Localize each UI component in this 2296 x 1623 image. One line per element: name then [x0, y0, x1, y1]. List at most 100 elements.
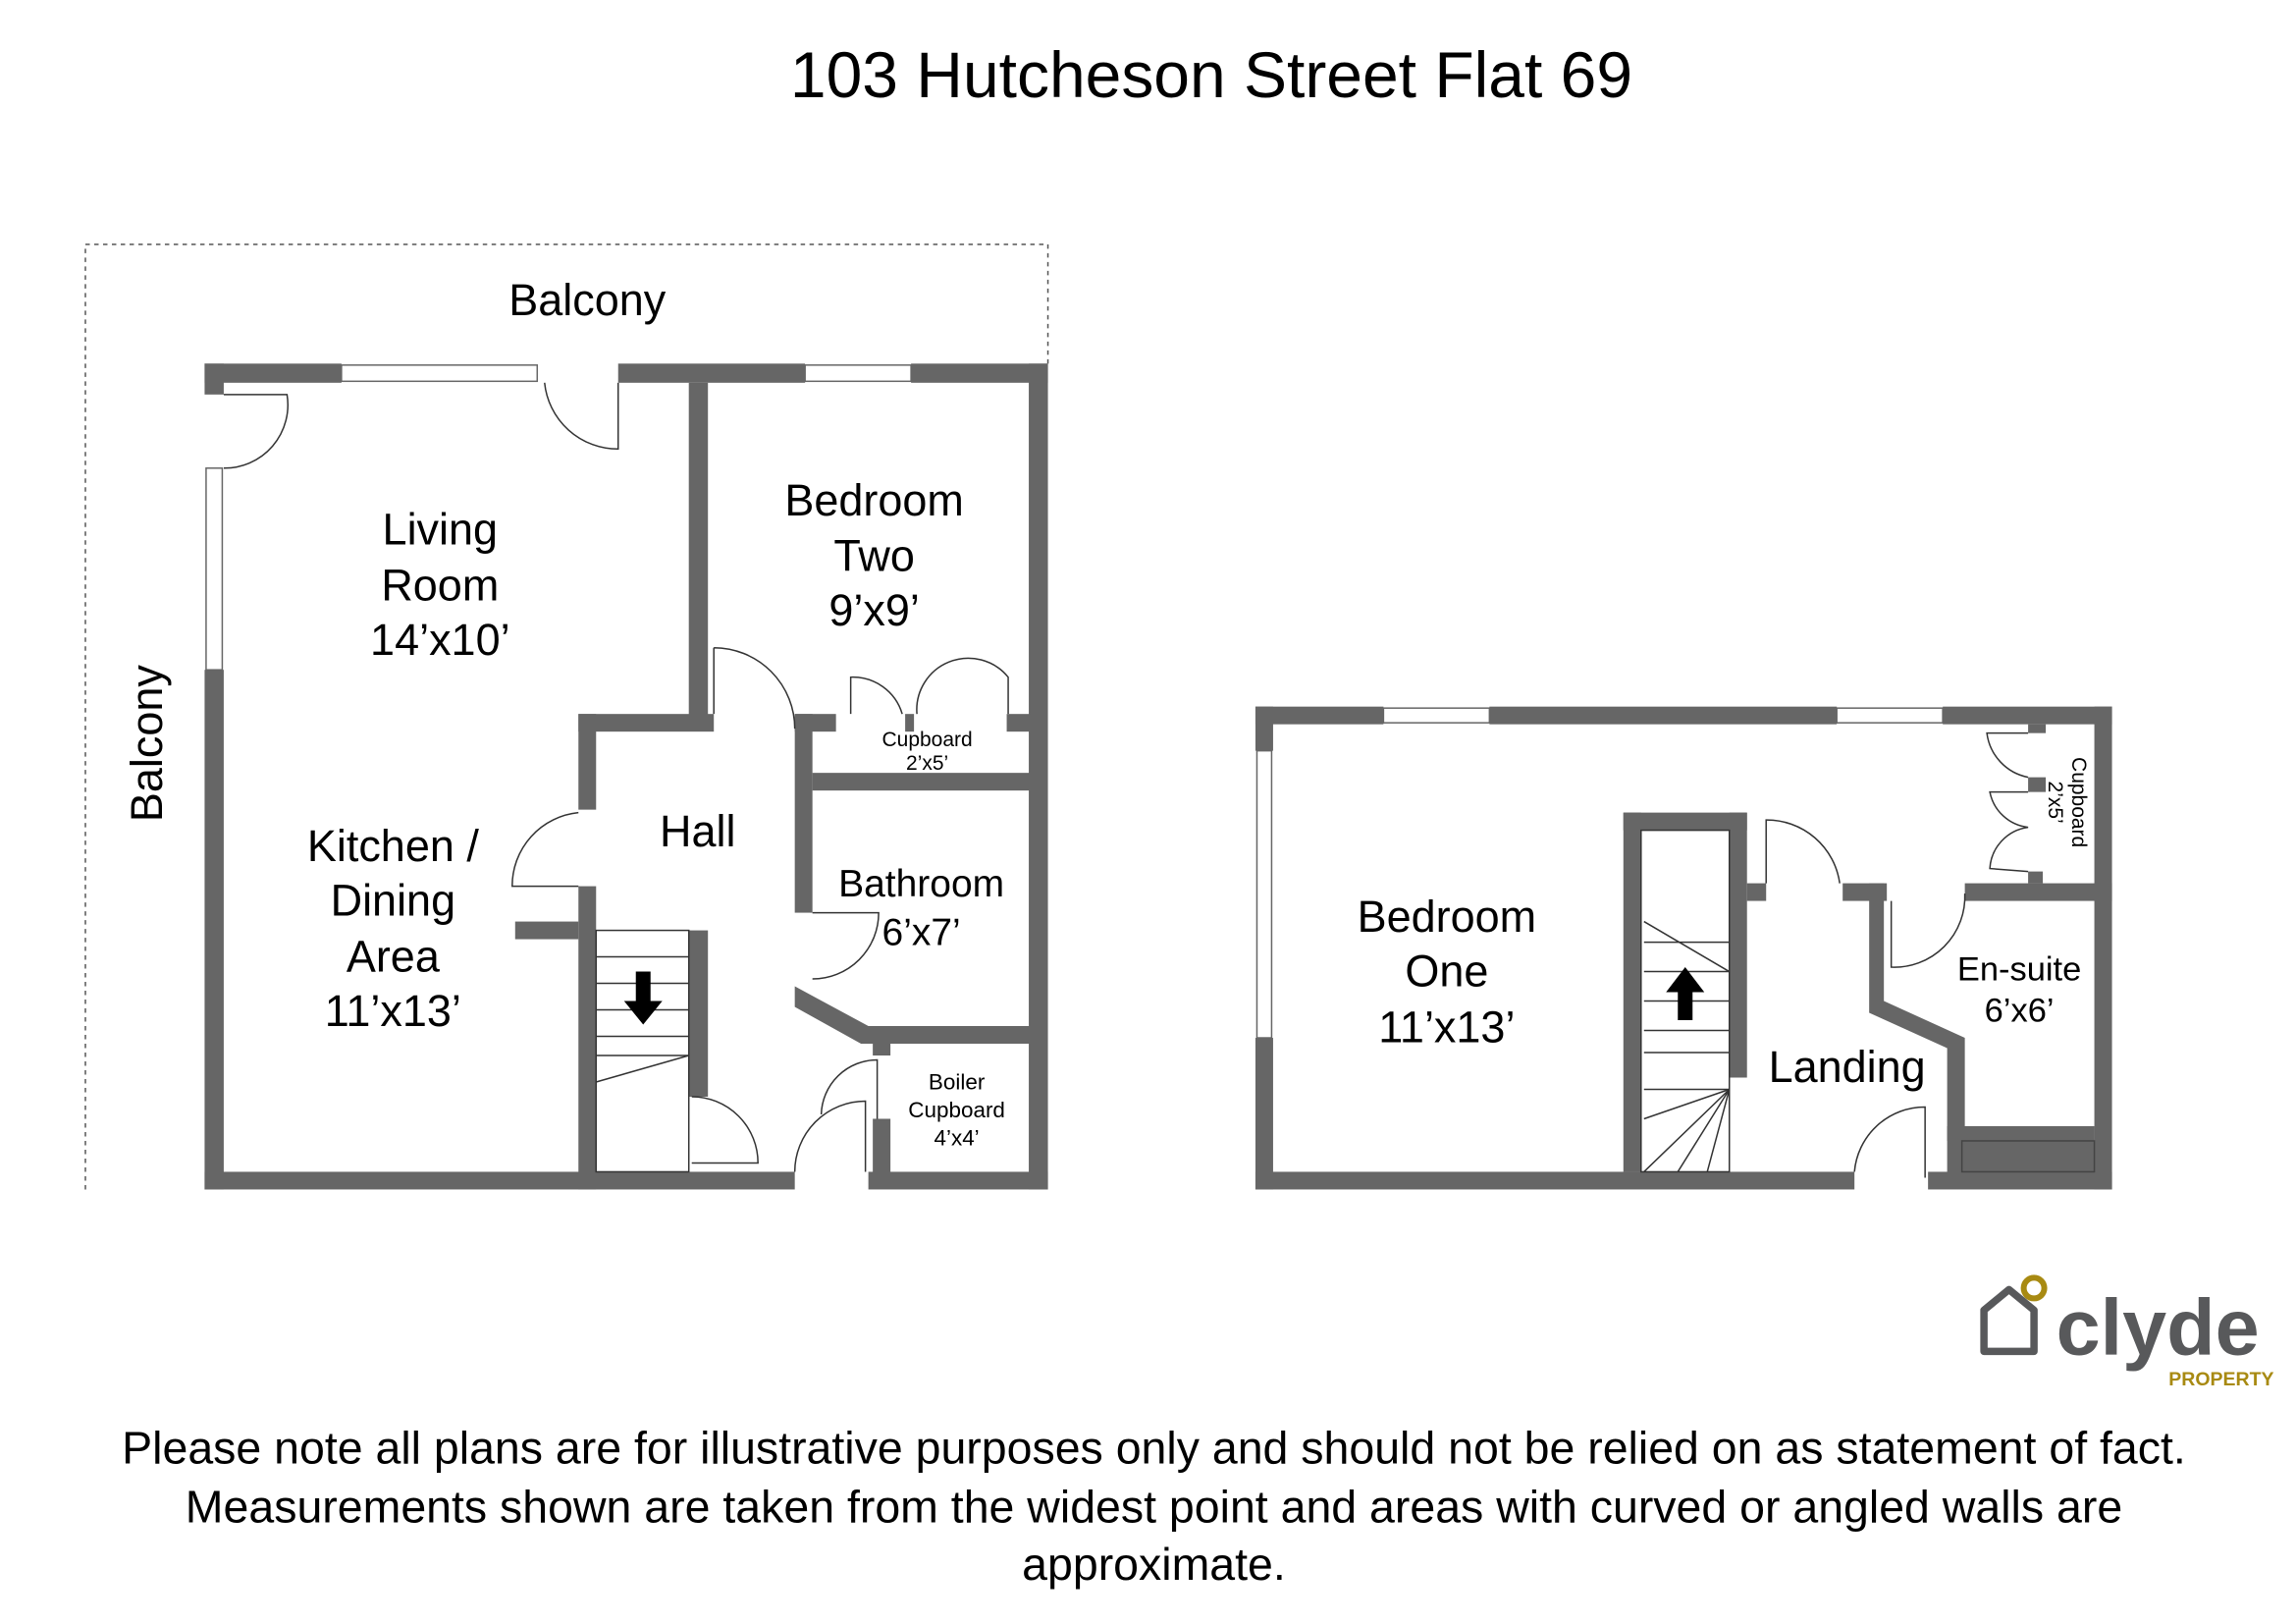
wall [1928, 1171, 2112, 1190]
window [1836, 707, 1944, 724]
wall [204, 363, 342, 383]
wall [905, 714, 915, 732]
wall [578, 714, 597, 810]
cupboard-size: 2’x5’ [906, 752, 948, 775]
stairs [595, 929, 690, 1173]
wall [1255, 706, 1384, 725]
window [341, 364, 539, 383]
door-swing [511, 811, 579, 888]
bedroom-two-label: Two [833, 531, 914, 581]
wall [514, 921, 579, 940]
wall [812, 773, 1031, 791]
ground-floor-plan: Balcony Balcony Living Room 14’x10’ Bedr… [84, 243, 1049, 1190]
disclaimer-line: Measurements shown are taken from the wi… [186, 1481, 2122, 1532]
door-swing [1986, 731, 2029, 873]
bedroom-two-label: Bedroom [784, 475, 963, 525]
wall [204, 1171, 795, 1190]
wall [1006, 714, 1031, 732]
wall [1029, 363, 1048, 1190]
wall [873, 1118, 891, 1178]
bedroom-one-label: Bedroom [1358, 892, 1536, 942]
door-swing [223, 394, 289, 469]
upper-floor-plan: Bedroom One 11’x13’ Landing En-suite 6’x… [1255, 706, 2112, 1190]
bedroom-one-size: 11’x13’ [1378, 1002, 1515, 1053]
door-swing [1853, 1106, 1926, 1178]
balcony-label: Balcony [508, 275, 666, 325]
kitchen-size: 11’x13’ [325, 986, 461, 1036]
bedroom-two-size: 9’x9’ [828, 585, 920, 635]
door-swing [793, 1100, 867, 1172]
hall-label: Hall [660, 806, 735, 856]
boiler-cupboard-label: Boiler [929, 1069, 986, 1094]
door-swing [691, 1096, 759, 1164]
arrow-up-icon [1666, 967, 1705, 1021]
angled-wall [794, 986, 1031, 1056]
door-swing [1890, 893, 1966, 968]
wall [2028, 777, 2047, 792]
living-room-label: Room [381, 561, 499, 611]
wall [2028, 871, 2044, 884]
wall [2028, 724, 2047, 733]
wall [868, 1171, 1048, 1190]
living-room-size: 14’x10’ [370, 615, 510, 665]
door-swing [1765, 819, 1841, 884]
boiler-cupboard-size: 4’x4’ [934, 1125, 979, 1150]
wall [1964, 883, 2112, 901]
wall [911, 363, 1048, 383]
wall [1255, 1171, 1855, 1190]
cupboard-label: Cupboard [882, 729, 973, 751]
window [1255, 749, 1273, 1039]
window [205, 467, 224, 671]
wall [688, 930, 709, 1097]
logo-subtitle: PROPERTY [2168, 1369, 2273, 1390]
door-swing [812, 911, 880, 980]
wall [204, 363, 224, 395]
wall [1489, 706, 1838, 725]
living-room-label: Living [383, 505, 499, 555]
en-suite-label: En-suite [1957, 951, 2081, 989]
page-title: 103 Hutcheson Street Flat 69 [790, 38, 1632, 111]
clyde-property-logo: clyde PROPERTY [1980, 1274, 2273, 1390]
logo-ring-icon [2020, 1274, 2048, 1302]
door-swing [849, 657, 1009, 715]
kitchen-label: Area [347, 932, 441, 982]
wall [1623, 812, 1641, 1172]
wall [794, 714, 813, 913]
disclaimer-line: Please note all plans are for illustrati… [122, 1422, 2186, 1473]
wall [688, 382, 709, 730]
wall [578, 886, 597, 1190]
angled-wall [1869, 883, 1965, 1172]
logo-wordmark: clyde [2056, 1283, 2260, 1372]
door-swing [544, 382, 619, 451]
door-swing [713, 646, 796, 730]
kitchen-label: Dining [331, 876, 456, 926]
wall [1729, 812, 1747, 1078]
landing-label: Landing [1769, 1042, 1926, 1092]
bathroom-label: Bathroom [838, 863, 1004, 905]
window [1382, 707, 1491, 724]
wall [1255, 1038, 1273, 1190]
en-suite-size: 6’x6’ [1985, 993, 2055, 1030]
balcony-outline [84, 243, 1049, 1190]
house-icon [1980, 1285, 2038, 1356]
balcony-side-label: Balcony [122, 665, 172, 822]
bathroom-size: 6’x7’ [882, 912, 961, 954]
cupboard-label: Cupboard [2067, 757, 2090, 847]
wall [1943, 706, 2112, 725]
boiler-cupboard-label: Cupboard [908, 1098, 1005, 1122]
door-swing [820, 1058, 879, 1119]
wall [1947, 1125, 2095, 1141]
window [804, 364, 912, 383]
wall [2094, 706, 2112, 1190]
bedroom-one-label: One [1405, 947, 1488, 997]
wall [617, 363, 806, 383]
wall [578, 714, 715, 732]
cupboard-size: 2’x5’ [2044, 782, 2066, 824]
arrow-down-icon [623, 971, 663, 1025]
wall [204, 670, 224, 1190]
wall [1746, 883, 1767, 901]
wall [1255, 706, 1273, 751]
disclaimer-line: approximate. [1022, 1539, 1286, 1590]
ensuite-fixture [1960, 1140, 2096, 1173]
